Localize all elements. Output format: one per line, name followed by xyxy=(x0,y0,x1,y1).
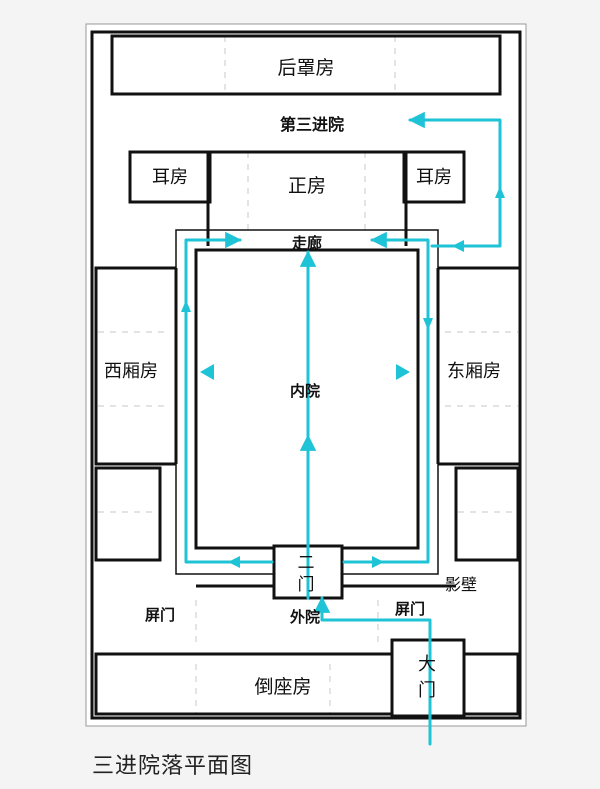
main-gate-char-1: 大 xyxy=(418,654,436,675)
rear-house xyxy=(110,34,502,96)
ear-room-left xyxy=(128,150,212,204)
screen-wall-label: 影壁 xyxy=(445,575,477,594)
guide-lines xyxy=(98,36,518,714)
west-wing-label: 西厢房 xyxy=(104,361,158,382)
west-wing xyxy=(94,266,178,466)
corridor-label: 走廊 xyxy=(292,234,322,252)
second-gate-label: 二 门 xyxy=(298,553,315,595)
ear-room-left-label: 耳房 xyxy=(152,167,188,188)
outer-courtyard-label: 外院 xyxy=(289,608,320,626)
east-wing-label: 东厢房 xyxy=(447,361,501,382)
second-gate-char-1: 二 xyxy=(298,553,315,573)
main-gate-char-2: 门 xyxy=(418,680,436,701)
main-house-label: 正房 xyxy=(288,175,326,197)
room-west-lower xyxy=(94,466,162,562)
second-gate-char-2: 门 xyxy=(298,575,315,595)
room-east-lower xyxy=(454,466,520,562)
rear-house-label: 后罩房 xyxy=(277,57,334,79)
route-arrowheads xyxy=(181,186,505,568)
inner-courtyard-label: 内院 xyxy=(290,382,320,400)
east-wing xyxy=(436,266,522,466)
main-gate-label: 大 门 xyxy=(418,654,436,701)
plan-frame xyxy=(85,23,527,727)
third-courtyard-label: 第三进院 xyxy=(280,115,344,134)
ear-room-right xyxy=(402,150,466,204)
main-gate xyxy=(390,638,466,718)
figure-caption: 三进院落平面图 xyxy=(92,754,254,779)
screen-gate-right-label: 屏门 xyxy=(395,600,425,618)
ear-room-right-label: 耳房 xyxy=(416,167,452,188)
screen-gate-left-label: 屏门 xyxy=(145,606,175,624)
reverse-house-label: 倒座房 xyxy=(254,676,311,698)
